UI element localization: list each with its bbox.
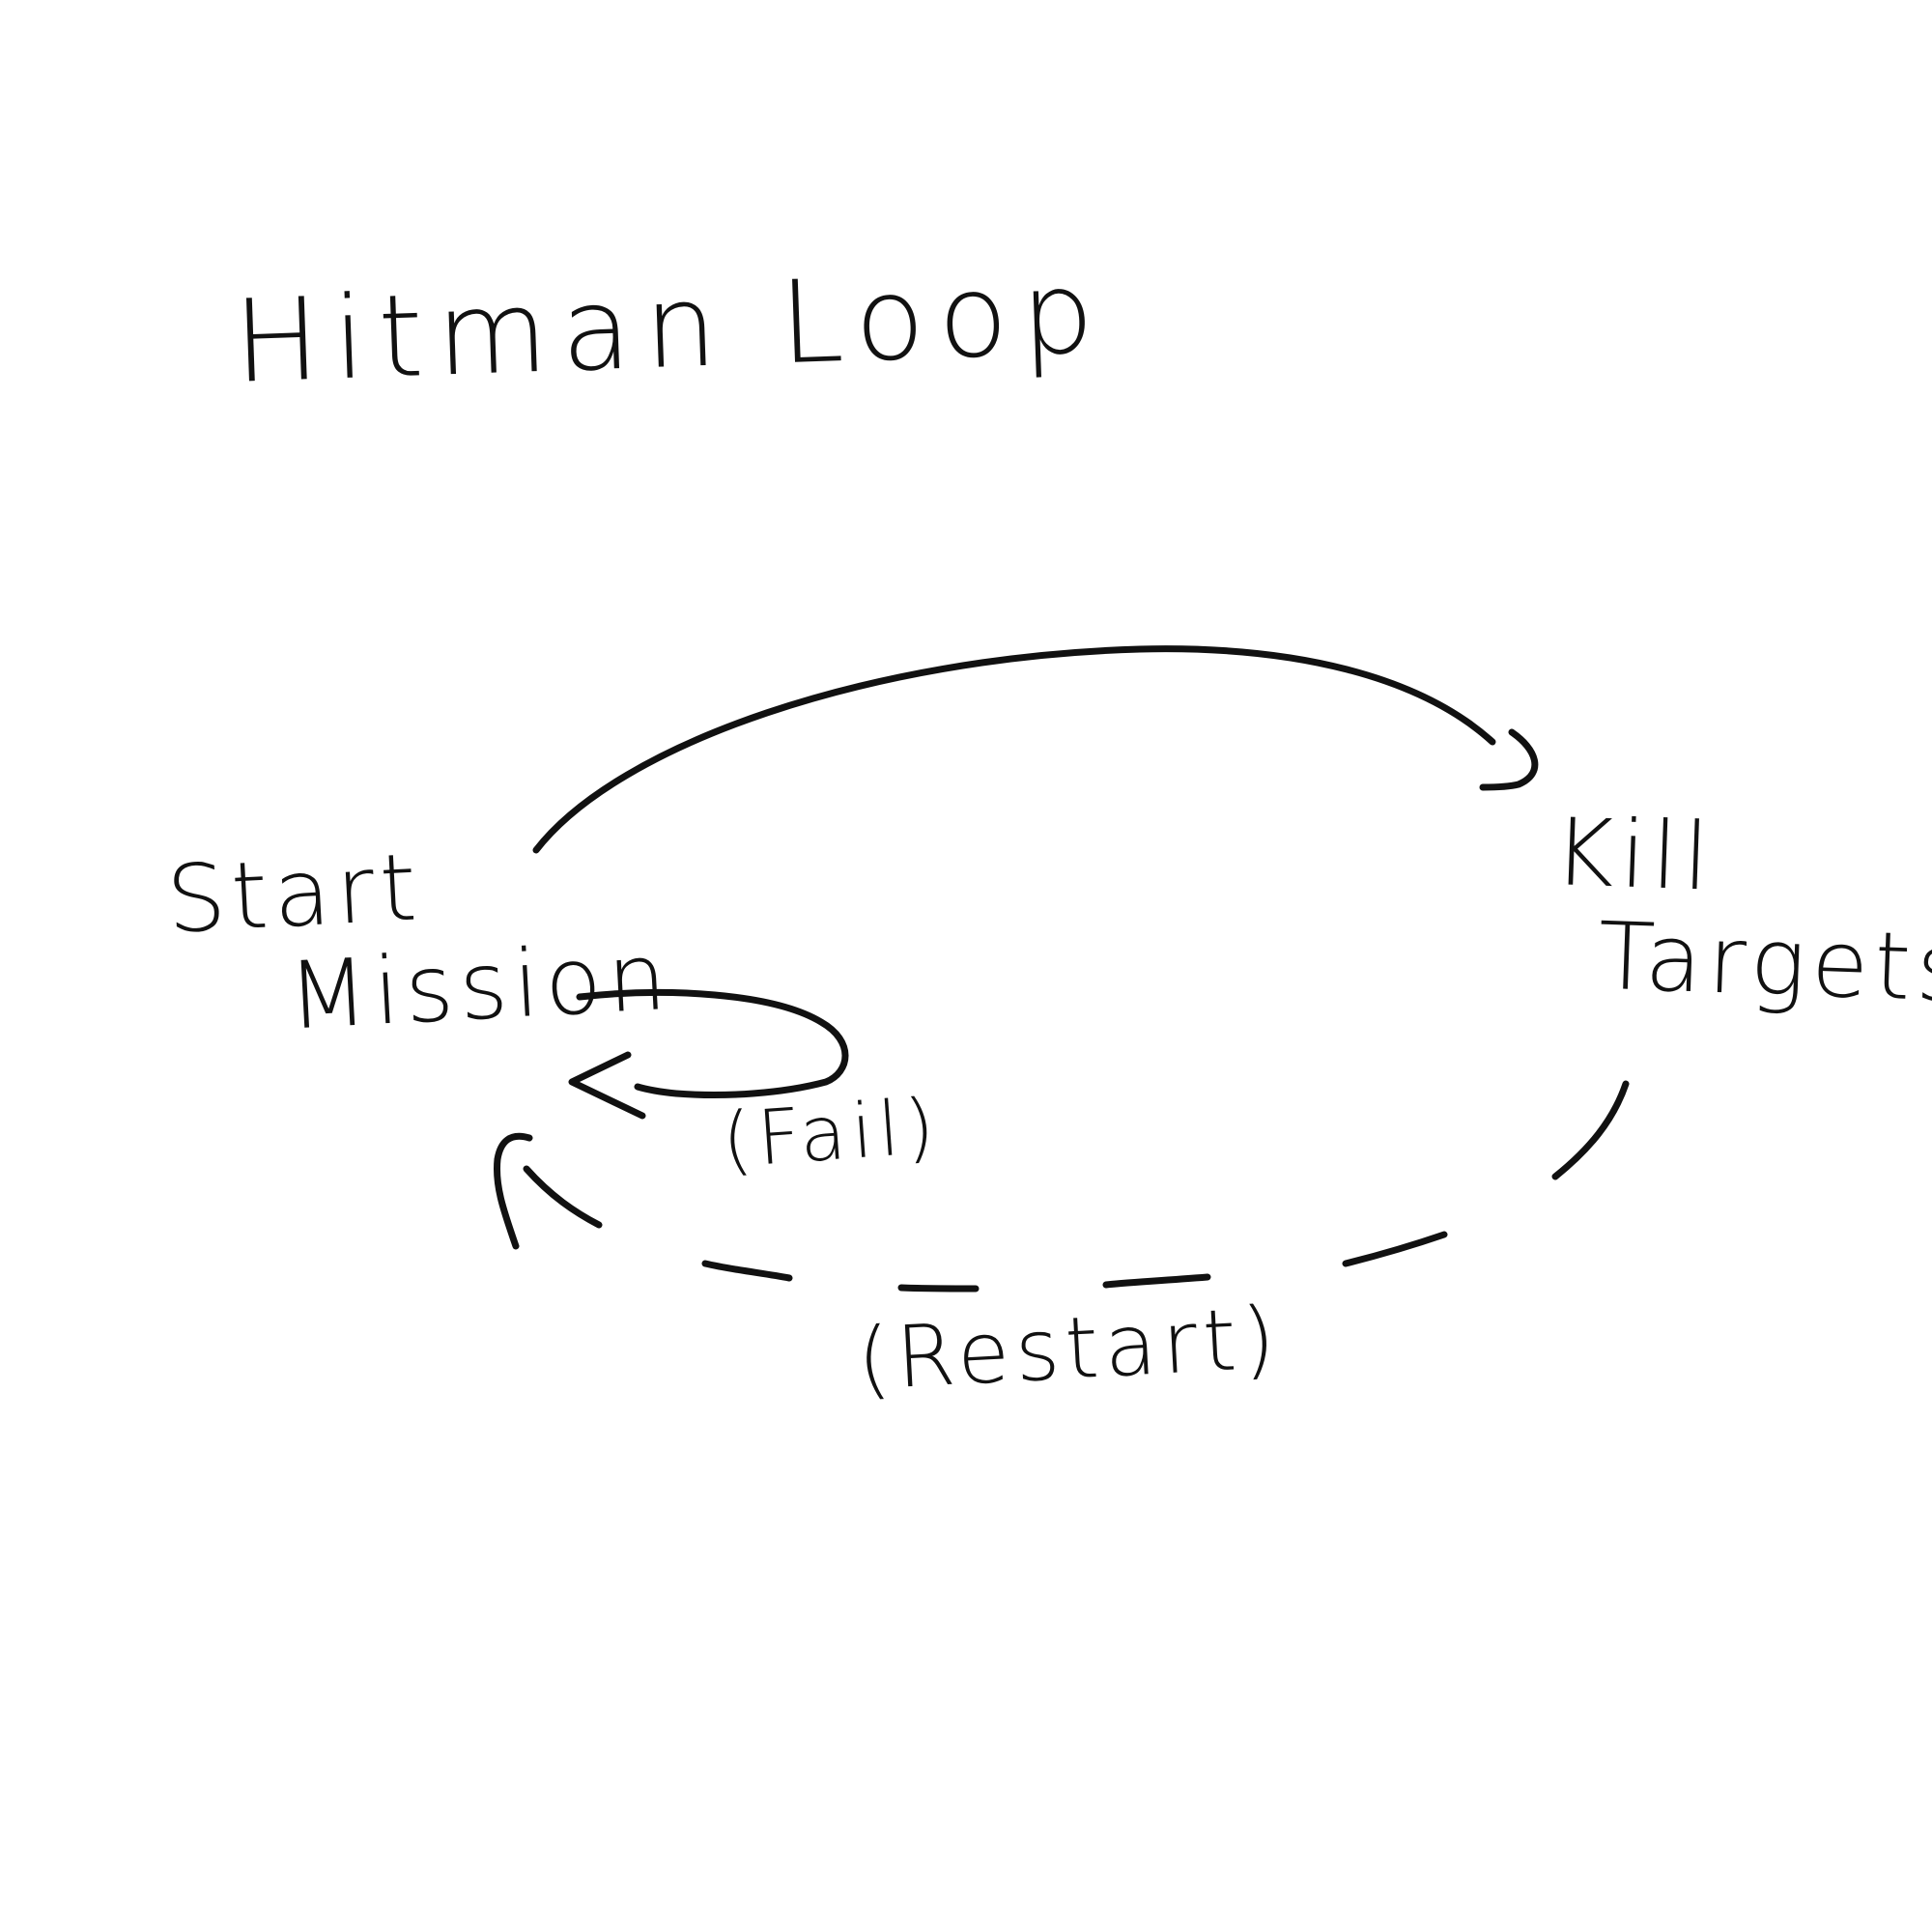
arrowhead-fail-icon [568,1051,646,1120]
edge-fail-loop [576,989,849,1098]
diagram-title: Hitman Loop [231,244,1110,409]
arrowhead-kill-targets-icon [1479,728,1539,791]
node-start-line-1: Start [163,833,425,954]
arrowhead-restart-icon [493,1132,533,1250]
edge-label-fail: (Fail) [719,1083,944,1185]
node-kill-line-2: Targets [1596,901,1932,1023]
edge-label-restart: (Restart) [854,1288,1284,1409]
node-start-line-2: Mission [285,922,675,1051]
node-kill-targets: Kill Targets [1548,798,1932,1023]
edge-start-to-kill [532,645,1496,854]
node-kill-line-1: Kill [1551,798,1718,912]
edge-restart-dashed [523,1080,1630,1293]
node-start-mission: Start Mission [164,824,674,1054]
